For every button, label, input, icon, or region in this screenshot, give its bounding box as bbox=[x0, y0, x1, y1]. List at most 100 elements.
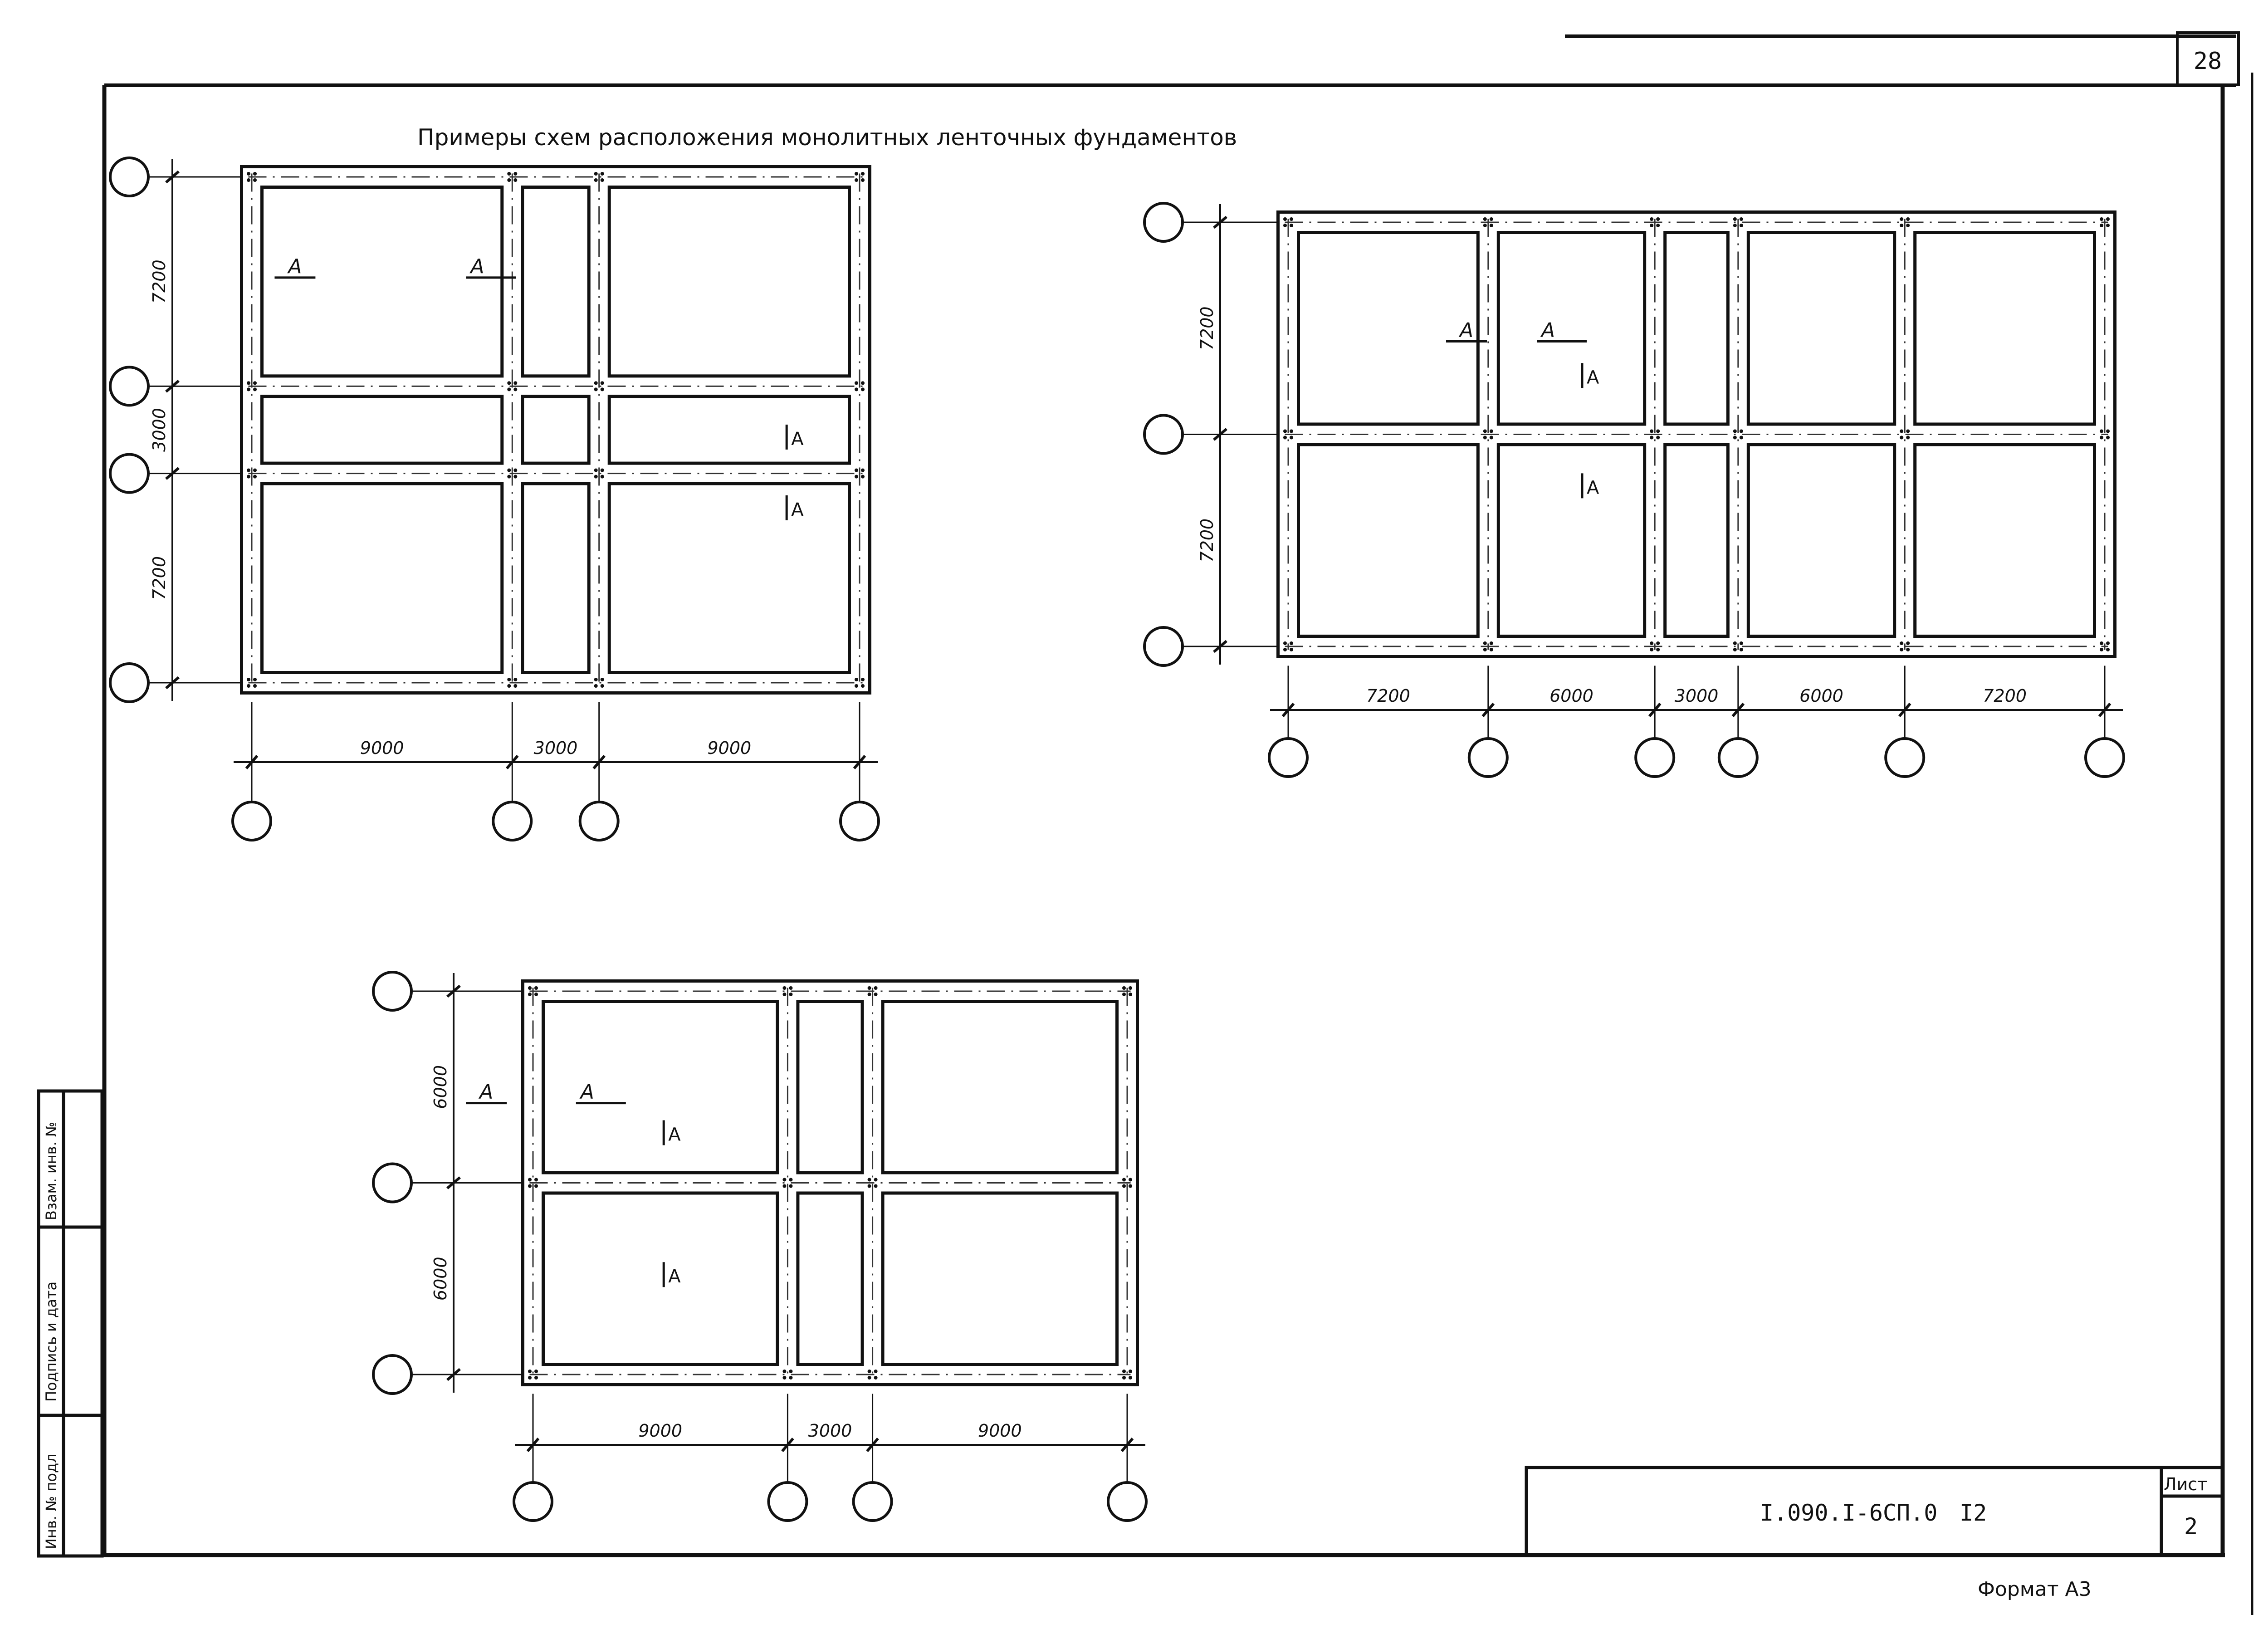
rebar-dot bbox=[513, 684, 518, 688]
rebar-dot bbox=[1656, 224, 1660, 227]
grid-axis-bubble bbox=[852, 1481, 893, 1522]
rebar-dot bbox=[247, 178, 250, 182]
grid-axis-bubble bbox=[1143, 626, 1184, 667]
rebar-dot bbox=[247, 172, 250, 176]
rebar-dot bbox=[855, 381, 858, 385]
dimension-tick bbox=[245, 755, 259, 769]
rebar-dot bbox=[2100, 641, 2103, 645]
foundation-cell bbox=[260, 395, 504, 465]
rebar-dot bbox=[1483, 224, 1487, 227]
rebar-dot bbox=[861, 178, 865, 182]
rebar-dot bbox=[1483, 429, 1487, 433]
dimension-label-x: 9000 bbox=[638, 1421, 682, 1441]
dimension-label-x: 7200 bbox=[1983, 686, 2027, 706]
grid-axis-bubble bbox=[1107, 1481, 1148, 1522]
grid-axis-bubble bbox=[1268, 737, 1309, 778]
designation-suffix: I2 bbox=[1960, 1500, 1987, 1526]
rebar-dot bbox=[782, 1184, 787, 1188]
rebar-dot bbox=[594, 684, 598, 688]
rebar-dot bbox=[253, 387, 257, 391]
rebar-dot bbox=[789, 1178, 793, 1182]
rebar-dot bbox=[1283, 217, 1287, 221]
rebar-dot bbox=[1650, 224, 1654, 227]
foundation-outline bbox=[240, 165, 871, 695]
dimension-label-y: 7200 bbox=[1197, 306, 1217, 350]
rebar-dot bbox=[1739, 641, 1743, 645]
dimension-tick bbox=[1481, 703, 1495, 717]
foundation-cell bbox=[607, 482, 851, 675]
dimension-tick bbox=[1648, 703, 1662, 717]
foundation-cell bbox=[881, 1000, 1119, 1174]
dimension-tick bbox=[853, 755, 866, 769]
rebar-dot bbox=[1733, 429, 1737, 433]
rebar-dot bbox=[861, 678, 865, 681]
rebar-dot bbox=[1900, 435, 1904, 440]
foundation-cell bbox=[607, 395, 851, 465]
rebar-dot bbox=[2100, 648, 2103, 651]
rebar-dot bbox=[1483, 217, 1487, 221]
rebar-dot bbox=[507, 172, 511, 176]
rebar-dot bbox=[600, 387, 604, 391]
rebar-dot bbox=[1122, 1184, 1126, 1188]
grid-axis-bubble bbox=[1143, 414, 1184, 455]
rebar-dot bbox=[1290, 224, 1293, 227]
rebar-dot bbox=[782, 1376, 787, 1380]
grid-axis-bubble bbox=[839, 801, 880, 841]
foundation-cell bbox=[796, 1000, 864, 1174]
dimension-label-x: 9000 bbox=[360, 738, 404, 758]
rebar-dot bbox=[1483, 648, 1487, 651]
rebar-dot bbox=[2100, 217, 2103, 221]
rebar-dot bbox=[528, 993, 532, 996]
rebar-dot bbox=[782, 1178, 787, 1182]
dimension-label-x: 3000 bbox=[1675, 686, 1719, 706]
rebar-dot bbox=[1650, 641, 1654, 645]
rebar-dot bbox=[534, 1178, 538, 1182]
dimension-tick bbox=[866, 1438, 879, 1452]
page-number-box: 28 bbox=[2176, 31, 2240, 86]
rebar-dot bbox=[2100, 429, 2103, 433]
dimension-label-x: 6000 bbox=[1549, 686, 1593, 706]
rebar-dot bbox=[867, 993, 871, 996]
rebar-dot bbox=[247, 387, 250, 391]
dimension-tick bbox=[165, 170, 180, 184]
sheet-frame bbox=[102, 34, 2253, 1615]
rebar-dot bbox=[600, 178, 604, 182]
foundation-outline bbox=[1276, 210, 2116, 658]
rebar-dot bbox=[1129, 993, 1132, 996]
grid-axis-bubble bbox=[578, 801, 620, 841]
rebar-dot bbox=[1290, 429, 1293, 433]
rebar-dot bbox=[1656, 648, 1660, 651]
rebar-dot bbox=[861, 387, 865, 391]
paper-format: Формат А3 bbox=[1978, 1578, 2092, 1601]
rebar-dot bbox=[874, 1184, 878, 1188]
dimension-tick bbox=[165, 467, 180, 480]
rebar-dot bbox=[594, 468, 598, 472]
rebar-dot bbox=[253, 172, 257, 176]
foundation-cell bbox=[542, 1191, 779, 1366]
dimension-tick bbox=[446, 1368, 461, 1381]
rebar-dot bbox=[1906, 435, 1910, 440]
rebar-dot bbox=[1122, 993, 1126, 996]
dimension-label-y: 6000 bbox=[430, 1257, 450, 1301]
foundation-cell bbox=[1297, 443, 1480, 638]
stamp-vzam-inv: Взам. инв. № bbox=[43, 1122, 60, 1220]
rebar-dot bbox=[1733, 648, 1737, 651]
rebar-dot bbox=[2106, 429, 2110, 433]
rebar-dot bbox=[528, 1178, 532, 1182]
rebar-dot bbox=[861, 475, 865, 479]
rebar-dot bbox=[600, 475, 604, 479]
dimension-tick bbox=[2098, 703, 2112, 717]
rebar-dot bbox=[1129, 986, 1132, 990]
rebar-dot bbox=[247, 678, 250, 681]
dimension-label-x: 7200 bbox=[1366, 686, 1410, 706]
rebar-dot bbox=[528, 986, 532, 990]
rebar-dot bbox=[513, 468, 518, 472]
foundation-cell bbox=[1663, 443, 1730, 638]
rebar-dot bbox=[1290, 648, 1293, 651]
rebar-dot bbox=[594, 678, 598, 681]
rebar-dot bbox=[1656, 435, 1660, 440]
foundation-cell bbox=[796, 1191, 864, 1366]
rebar-dot bbox=[534, 993, 538, 996]
